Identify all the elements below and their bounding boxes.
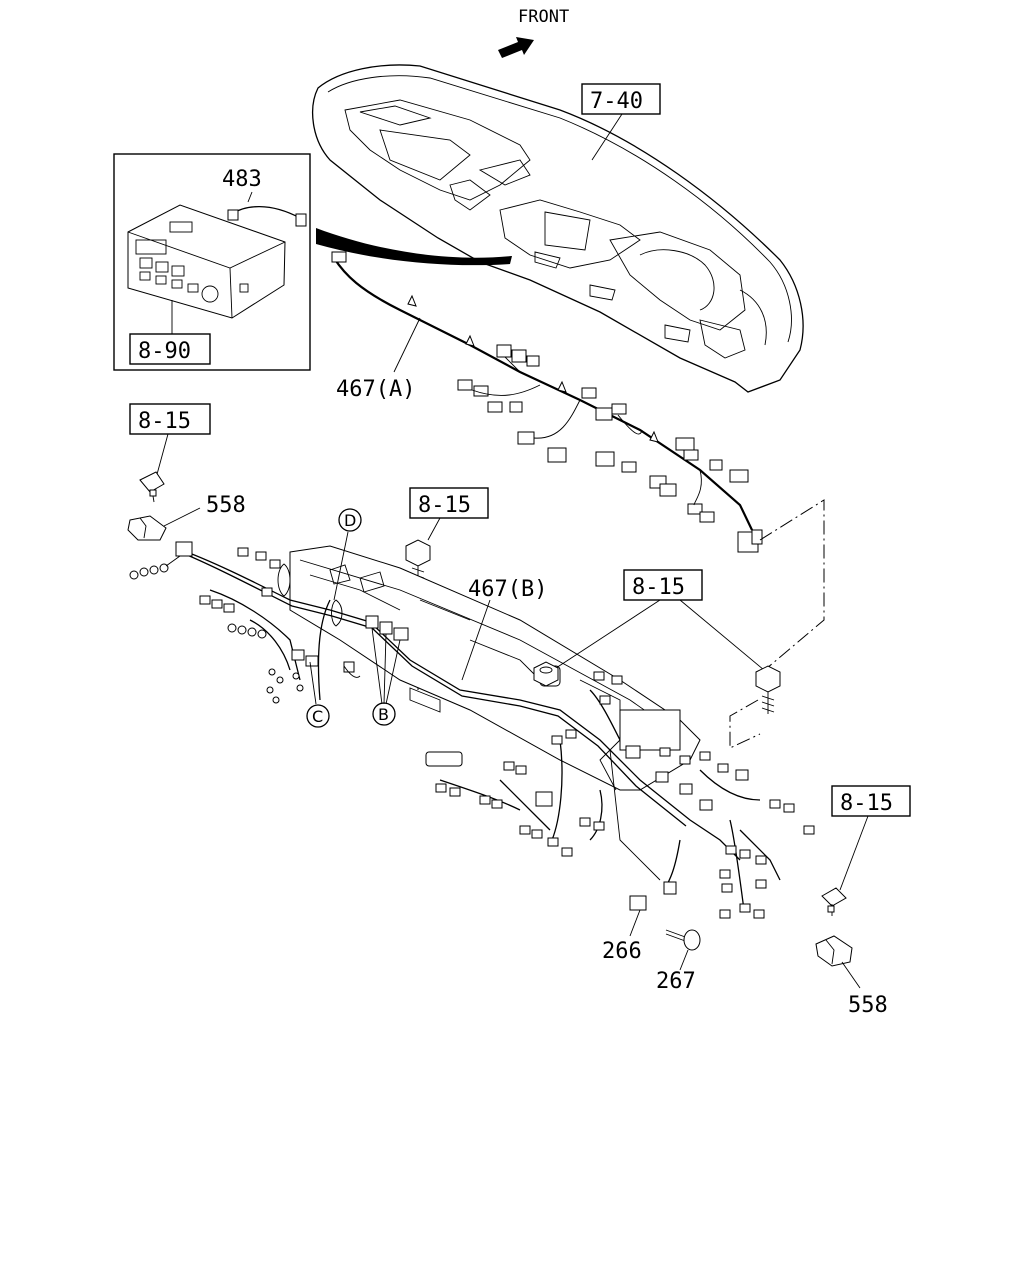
audio-unit: [127, 204, 286, 319]
part-558-left: 558: [127, 493, 246, 541]
leader-right: [759, 499, 825, 675]
part-467a-label: 467(A): [336, 377, 415, 402]
bolt-right-icon: [755, 665, 781, 714]
callout-8-90-label: 8-90: [138, 339, 191, 364]
callout-8-15-right: 8-15: [533, 569, 781, 714]
circle-callout-d: D: [333, 508, 362, 601]
circle-callout-c: C: [306, 661, 330, 728]
inset-box: 483 8-90: [113, 153, 311, 371]
callout-8-15-lower-right: 8-15: [821, 785, 911, 916]
callout-8-15-d-label: 8-15: [840, 791, 893, 816]
callout-8-15-upper-left: 8-15: [129, 403, 211, 503]
clip-icon: [139, 471, 165, 503]
callout-8-15-mid: 8-15: [405, 487, 489, 690]
part-558-b-label: 558: [848, 993, 888, 1018]
part-558-right: 558: [815, 935, 888, 1018]
harness-467a: 467(A): [331, 251, 763, 553]
front-label: FRONT: [518, 7, 569, 27]
part-267-label: 267: [656, 969, 696, 994]
circle-d-label: D: [344, 511, 356, 530]
harness-467b-connectors: [129, 541, 815, 937]
nut-icon: [533, 661, 559, 687]
inset-pointer: [316, 228, 512, 266]
circle-callout-b: B: [372, 702, 396, 726]
part-467b-label: 467(B): [468, 577, 547, 602]
part-266-label: 266: [602, 939, 642, 964]
callout-8-15-c-label: 8-15: [632, 575, 685, 600]
leader-bolt: [729, 699, 761, 749]
circle-b-label: B: [378, 705, 389, 724]
part-266-267: 266 267: [602, 929, 701, 994]
callout-7-40: 7-40: [581, 83, 661, 161]
dashboard-panel: [312, 64, 804, 393]
part-558-a-label: 558: [206, 493, 246, 518]
front-arrow-icon: [498, 37, 534, 58]
screw-icon: [665, 929, 701, 951]
callout-8-15-b-label: 8-15: [418, 493, 471, 518]
circle-c-label: C: [312, 707, 323, 726]
part-483-label: 483: [222, 167, 262, 192]
callout-7-40-label: 7-40: [590, 89, 643, 114]
clip-right-icon: [821, 887, 847, 916]
callout-8-15-a-label: 8-15: [138, 409, 191, 434]
